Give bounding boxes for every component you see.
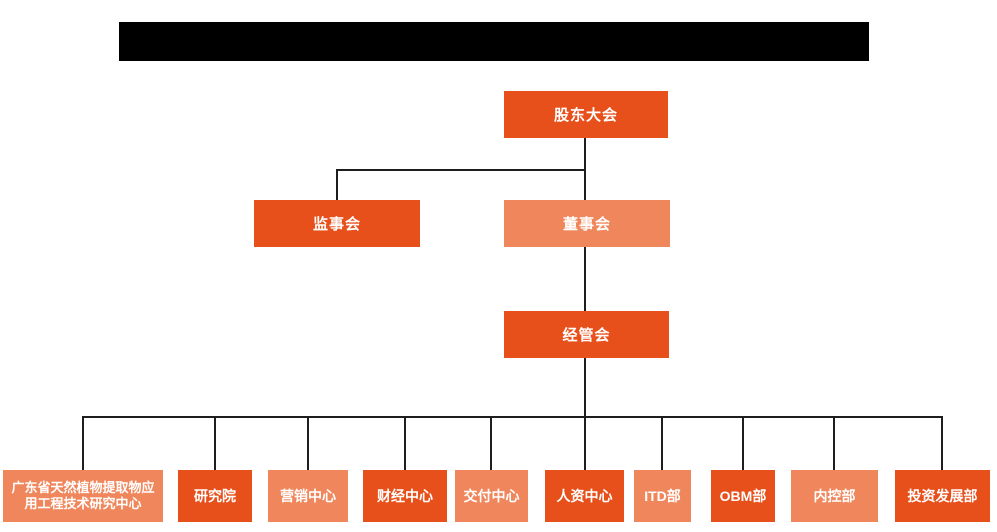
connector-drop-itd-dept (661, 416, 663, 470)
connector-drop-internal-control-dept (833, 416, 835, 470)
node-internal-control-dept: 内控部 (791, 470, 878, 522)
connector-board-to-management (584, 247, 586, 311)
node-shareholders-meeting: 股东大会 (504, 91, 668, 138)
node-delivery-center: 交付中心 (455, 470, 528, 522)
connector-drop-investment-development-dept (941, 416, 943, 470)
connector-drop-marketing-center (307, 416, 309, 470)
node-research-institute: 研究院 (178, 470, 252, 522)
connector-management-to-row (584, 357, 586, 417)
connector-department-rail (82, 416, 943, 418)
node-management-committee: 经管会 (504, 311, 669, 358)
node-marketing-center: 营销中心 (268, 470, 348, 522)
node-investment-development-dept: 投资发展部 (895, 470, 990, 522)
connector-drop-research-institute (214, 416, 216, 470)
connector-to-supervisory (336, 170, 338, 200)
node-hr-center: 人资中心 (545, 470, 624, 522)
node-supervisory-board: 监事会 (254, 200, 420, 247)
node-itd-dept: ITD部 (634, 470, 691, 522)
connector-drop-finance-center (404, 416, 406, 470)
connector-level2-branch (336, 169, 586, 171)
connector-drop-obm-dept (742, 416, 744, 470)
connector-drop-delivery-center (490, 416, 492, 470)
connector-drop-research-center (82, 416, 84, 470)
connector-drop-hr-center (584, 416, 586, 470)
node-gd-plant-extract-research-center: 广东省天然植物提取物应用工程技术研究中心 (3, 470, 163, 522)
node-finance-center: 财经中心 (363, 470, 447, 522)
node-obm-dept: OBM部 (711, 470, 775, 522)
node-board-of-directors: 董事会 (504, 200, 670, 247)
redacted-title-bar (119, 22, 869, 61)
